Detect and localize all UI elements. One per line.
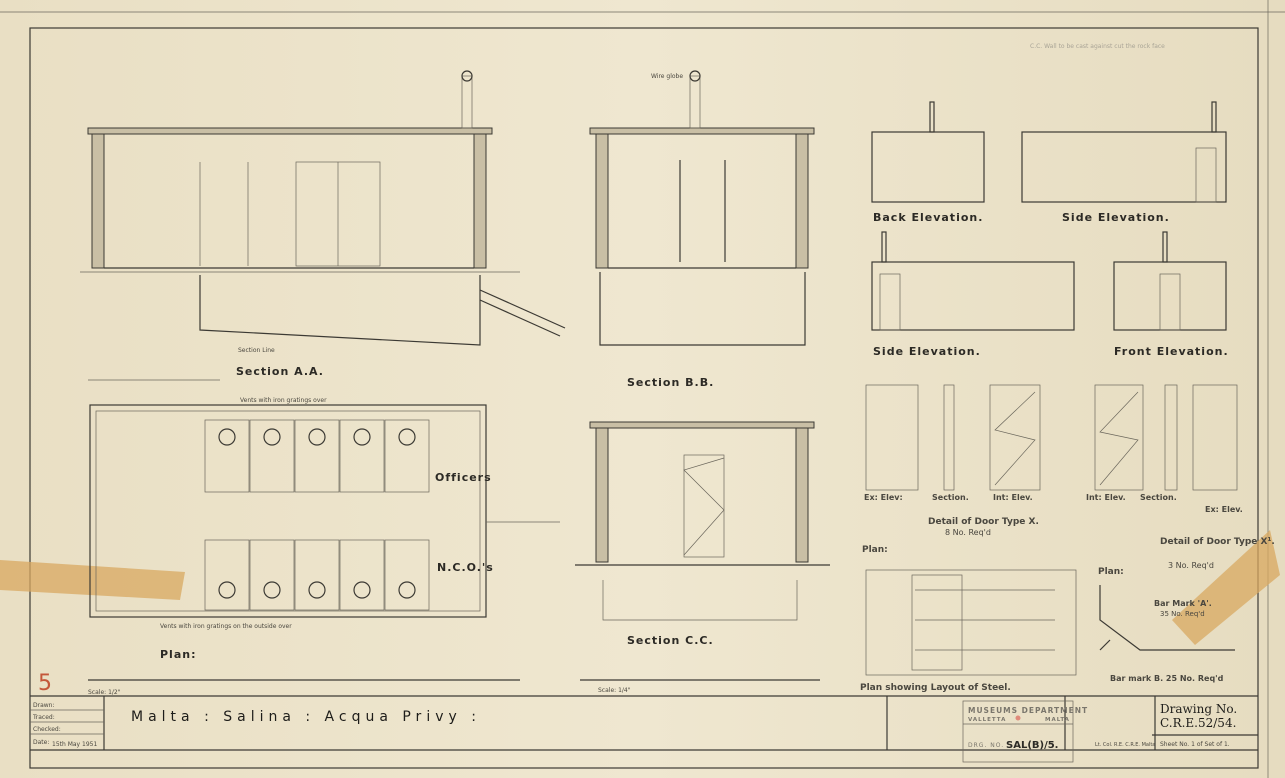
section-aa-drawing — [80, 70, 566, 346]
back-elevation-label: Back Elevation. — [873, 211, 983, 224]
title-block — [30, 695, 1258, 763]
vents-top-note: Vents with iron gratings over — [240, 397, 327, 404]
stamp-city: VALLETTA — [968, 717, 1006, 723]
door-x1-req: 3 No. Req'd — [1168, 561, 1214, 570]
int-elev-2-label: Int: Elev. — [1086, 493, 1126, 502]
sheet-info: Sheet No. 1 of Set of 1. — [1160, 741, 1230, 748]
section-1-label: Section. — [932, 493, 969, 502]
section-line-label: Section Line — [238, 347, 275, 354]
door-x1-label: Detail of Door Type X¹. — [1160, 537, 1275, 547]
sheet-number: 5 — [38, 671, 52, 696]
drawing-no-label: Drawing No. — [1160, 702, 1237, 716]
drawing-title: Malta : Salina : Acqua Privy : — [131, 709, 481, 725]
top-right-note: C.C. Wall to be cast against cut the roc… — [1030, 43, 1165, 50]
section-cc-label: Section C.C. — [627, 634, 714, 647]
plan-small-1-label: Plan: — [862, 545, 888, 555]
bar-b-label: Bar mark B. 25 No. Req'd — [1110, 674, 1224, 683]
vents-bottom-note: Vents with iron gratings on the outside … — [160, 623, 292, 630]
bar-a-req: 35 No. Req'd — [1160, 610, 1205, 618]
front-elevation-label: Front Elevation. — [1114, 345, 1229, 358]
int-elev-1-label: Int: Elev. — [993, 493, 1033, 502]
date-label: Date: — [33, 739, 49, 746]
bar-a-label: Bar Mark 'A'. — [1154, 599, 1212, 608]
ex-elev-1-label: Ex: Elev: — [864, 493, 903, 502]
drg-no-label: DRG. NO. — [968, 742, 1004, 749]
side-elevation-1-label: Side Elevation. — [1062, 211, 1170, 224]
traced-label: Traced: — [32, 714, 55, 721]
drg-no-value: SAL(B)/5. — [1006, 740, 1059, 751]
wire-globe-note: Wire globe — [651, 73, 683, 80]
section-aa-label: Section A.A. — [236, 365, 324, 378]
door-details-drawing — [865, 384, 1238, 491]
drawn-label: Drawn: — [33, 702, 55, 709]
signature: Lt. Col. R.E. C.R.E. Malta — [1095, 742, 1155, 748]
plan-label: Plan: — [160, 648, 197, 661]
stamp-country: MALTA — [1045, 717, 1070, 723]
section-2-label: Section. — [1140, 493, 1177, 502]
plan-small-2-label: Plan: — [1098, 567, 1124, 577]
scale-1-label: Scale: 1/2" — [88, 689, 121, 696]
steel-layout-label: Plan showing Layout of Steel. — [860, 683, 1011, 693]
section-cc-drawing — [575, 421, 830, 621]
door-x-req: 8 No. Req'd — [945, 528, 991, 537]
scale-2-label: Scale: 1/4" — [598, 687, 631, 694]
ncos-room-label: N.C.O.'s — [437, 561, 494, 574]
side-elevation-2-label: Side Elevation. — [873, 345, 981, 358]
outer-border — [29, 27, 1259, 769]
stamp-department: MUSEUMS DEPARTMENT — [968, 706, 1088, 715]
plan-drawing — [88, 379, 560, 618]
officers-room-label: Officers — [435, 471, 492, 484]
checked-label: Checked: — [33, 726, 61, 733]
date-value: 15th May 1951 — [52, 741, 97, 748]
drawing-no-value: C.R.E.52/54. — [1160, 716, 1236, 730]
steel-layout-drawing — [865, 569, 1235, 676]
tape-right — [1172, 530, 1280, 645]
door-x-label: Detail of Door Type X. — [928, 517, 1039, 527]
section-bb-label: Section B.B. — [627, 376, 714, 389]
section-bb-drawing — [589, 70, 815, 346]
ex-elev-2-label: Ex: Elev. — [1205, 505, 1243, 514]
tape-left — [0, 560, 185, 600]
elevations-drawing — [871, 101, 1227, 331]
